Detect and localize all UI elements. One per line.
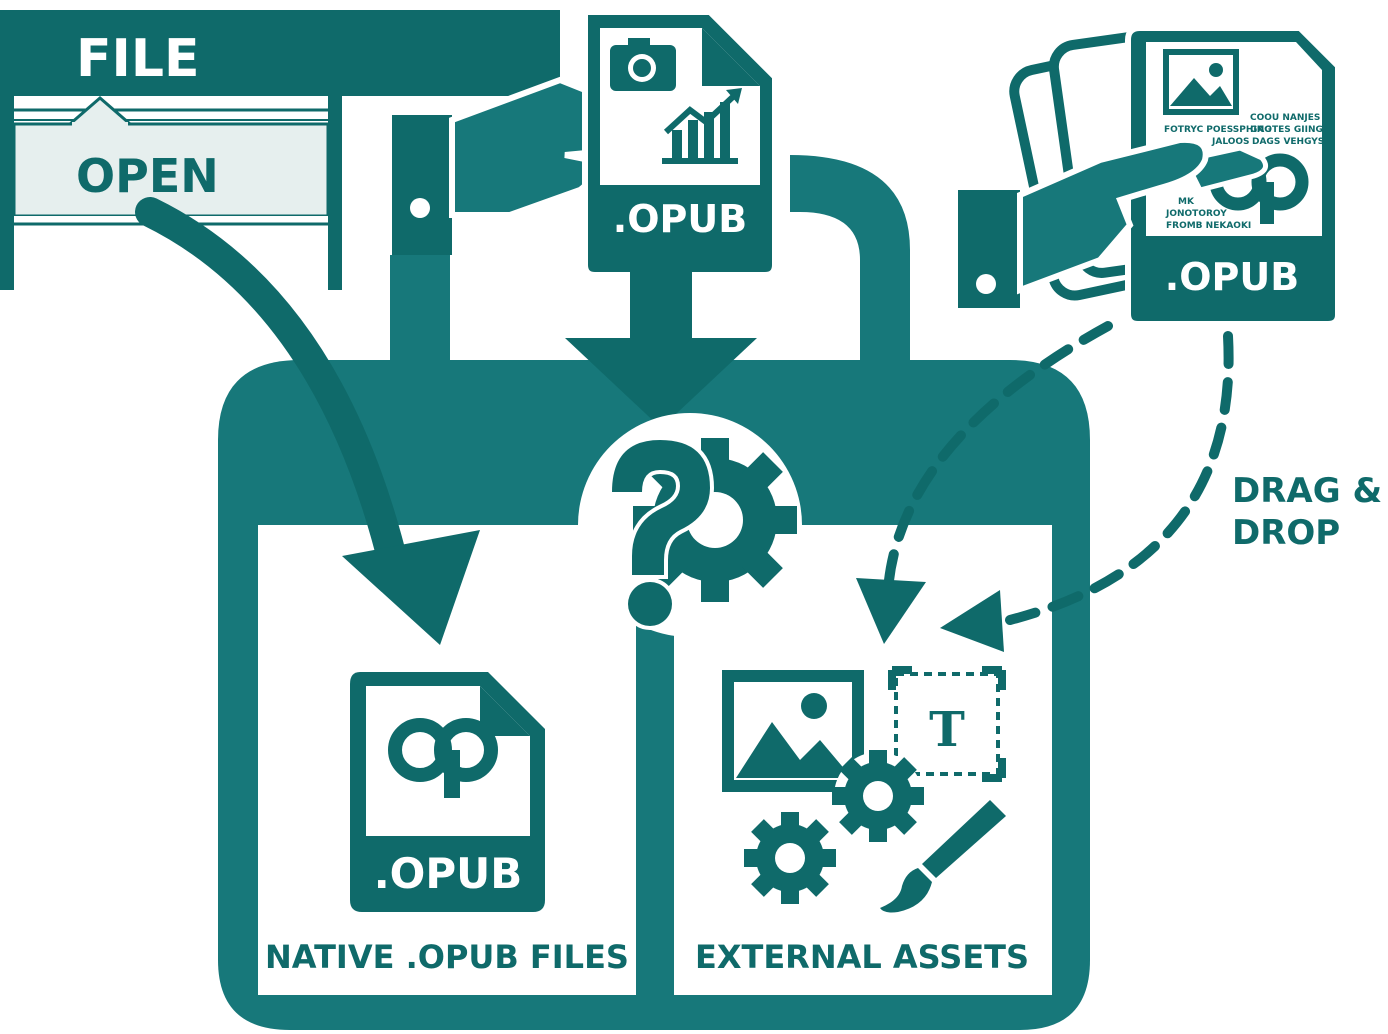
doc-text-line: JALOOS bbox=[1211, 137, 1250, 147]
open-label[interactable]: OPEN bbox=[76, 149, 219, 203]
bar-chart-icon bbox=[662, 88, 742, 164]
opub-logo-icon bbox=[388, 718, 498, 798]
doc-text-line: COOU NANJES bbox=[1250, 113, 1320, 123]
right-document bbox=[1017, 25, 1341, 327]
drag-drop-label-line2: DROP bbox=[1232, 513, 1340, 553]
camera-icon bbox=[610, 38, 676, 91]
question-gear-group bbox=[578, 413, 802, 637]
native-opub-document bbox=[350, 672, 545, 912]
center-document bbox=[582, 9, 778, 278]
drag-drop-label-line1: DRAG & bbox=[1232, 471, 1382, 511]
doc-text-line: DAGS VEHGYS bbox=[1252, 137, 1324, 147]
svg-text:T: T bbox=[929, 702, 965, 758]
open-menu-item[interactable] bbox=[12, 122, 330, 218]
center-doc-ext: .OPUB bbox=[613, 197, 747, 241]
drag-drop-arrows bbox=[856, 321, 1234, 652]
native-doc-ext: .OPUB bbox=[374, 849, 523, 898]
question-mark-icon bbox=[607, 435, 715, 630]
open-arrow bbox=[135, 197, 480, 645]
external-image-icon bbox=[722, 670, 864, 792]
right-doc-text: COOU NANJES FOTRYC POESSPHING GAOTES GII… bbox=[1164, 113, 1324, 231]
gear-icon bbox=[744, 812, 836, 904]
external-panel-caption: EXTERNAL ASSETS bbox=[695, 938, 1029, 976]
down-arrow bbox=[565, 272, 757, 428]
doc-text-line: MK bbox=[1178, 197, 1195, 207]
image-icon bbox=[1163, 49, 1239, 115]
native-panel-caption: NATIVE .OPUB FILES bbox=[265, 938, 629, 976]
right-doc-ext: .OPUB bbox=[1165, 255, 1299, 299]
doc-text-line: FOTRYC POESSPHING bbox=[1164, 125, 1272, 135]
gear-icon bbox=[832, 750, 924, 842]
file-label: FILE bbox=[76, 29, 200, 89]
paintbrush-icon bbox=[880, 800, 1006, 913]
doc-text-line: FROMB NEKAOKI bbox=[1166, 221, 1251, 231]
doc-text-line: GAOTES GIING bbox=[1250, 125, 1323, 135]
doc-text-line: JONOTOROY bbox=[1165, 209, 1227, 219]
file-menu[interactable] bbox=[0, 10, 560, 290]
